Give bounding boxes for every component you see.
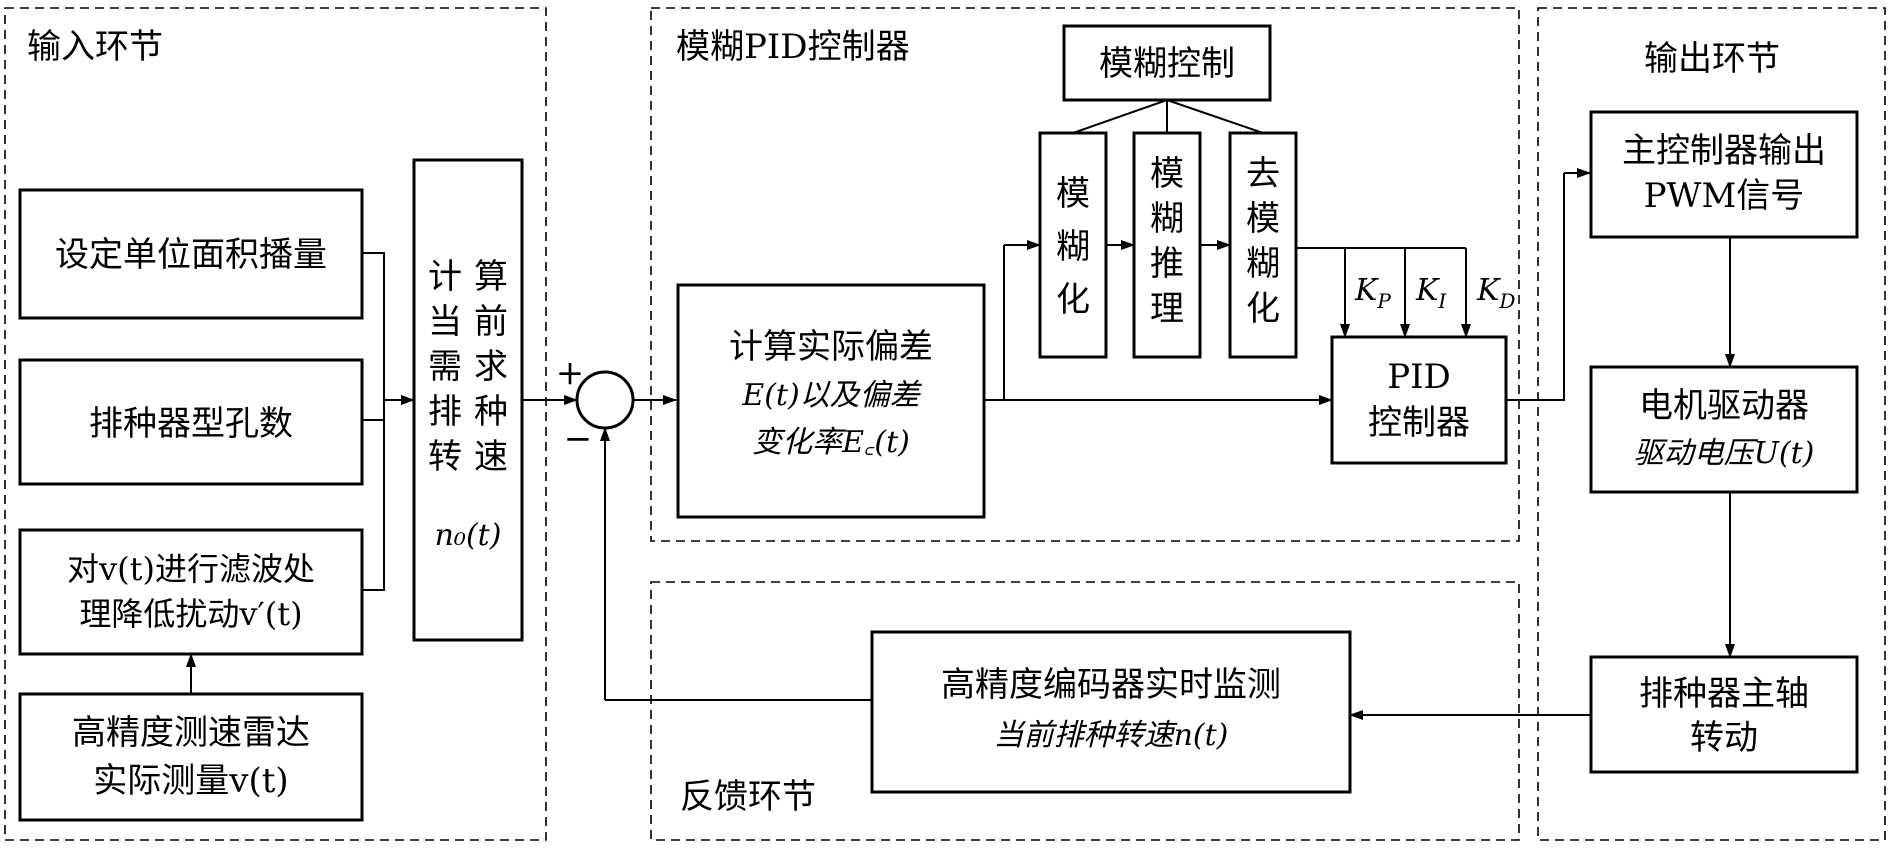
fuzzify-char-2: 糊 (1056, 227, 1090, 267)
calc-speed-char-2: 算 (474, 257, 508, 297)
fuzzify-block: 模 糊 化 (1038, 131, 1108, 359)
calc-speed-char-10: 速 (474, 437, 508, 477)
feedback-section-title: 反馈环节 (680, 777, 816, 817)
feedback-section-frame (650, 581, 1520, 841)
calc-speed-char-9: 转 (428, 437, 462, 477)
driver-block: 电机驱动器 驱动电压U(t) (1589, 365, 1859, 494)
pid-line-2: 控制器 (1368, 403, 1470, 443)
spindle-block: 排种器主轴 转动 (1589, 655, 1859, 774)
spindle-line-2: 转动 (1690, 718, 1758, 758)
calc-speed-char-5: 需 (428, 347, 462, 387)
encoder-block: 高精度编码器实时监测 当前排种转速n(t) (870, 630, 1352, 794)
driver-line-2: 驱动电压U(t) (1634, 436, 1815, 471)
calc-speed-char-1: 计 (428, 257, 462, 297)
calc-speed-symbol: n₀(t) (435, 518, 502, 553)
minus-sign: − (564, 419, 593, 459)
fuzzy-pid-section-frame (650, 7, 1520, 542)
set-rate-link (362, 252, 385, 400)
fuzzy-pid-section-title: 模糊PID控制器 (676, 27, 910, 67)
inference-char-2: 糊 (1150, 199, 1184, 239)
radar-line-1: 高精度测速雷达 (72, 713, 310, 753)
error-calc-line-1: 计算实际偏差 (729, 327, 933, 367)
error-split-line (984, 245, 1005, 401)
set-rate-block: 设定单位面积播量 (18, 188, 364, 320)
calc-speed-block: 计 算 当 前 需 求 排 种 转 速 n₀(t) (412, 158, 524, 642)
pid-output-line (1506, 173, 1565, 401)
fuzzy-control-branch-right (1166, 99, 1264, 134)
output-section-frame (1537, 7, 1886, 841)
encoder-line-2: 当前排种转速n(t) (994, 718, 1229, 753)
spindle-line-1: 排种器主轴 (1639, 674, 1809, 714)
hole-count-block: 排种器型孔数 (18, 358, 364, 486)
kp-label: KP (1354, 273, 1391, 313)
pwm-block: 主控制器输出 PWM信号 (1589, 110, 1859, 239)
hole-count-text: 排种器型孔数 (89, 404, 293, 444)
pwm-line-2: PWM信号 (1644, 176, 1805, 216)
set-rate-text: 设定单位面积播量 (55, 235, 327, 275)
fuzzify-char-1: 模 (1056, 174, 1090, 214)
defuzzify-char-4: 化 (1246, 289, 1280, 329)
defuzzify-char-3: 糊 (1246, 244, 1280, 284)
kd-label: KD (1476, 273, 1515, 313)
inference-block: 模 糊 推 理 (1132, 131, 1202, 359)
defuzzify-block: 去 模 糊 化 (1228, 131, 1298, 359)
inference-char-4: 理 (1150, 289, 1184, 329)
calc-speed-char-8: 种 (474, 392, 508, 432)
pid-controller-block: PID 控制器 (1330, 335, 1508, 465)
calc-speed-char-3: 当 (428, 302, 462, 342)
filter-line-2: 理降低扰动v′(t) (79, 595, 302, 633)
fuzzy-control-branch-left (1072, 99, 1168, 134)
fuzzify-char-3: 化 (1056, 280, 1090, 320)
error-calc-line-3: 变化率E꜀(t) (752, 425, 910, 460)
calc-speed-char-4: 前 (474, 302, 508, 342)
encoder-line-1: 高精度编码器实时监测 (941, 665, 1281, 705)
input-section-frame (4, 7, 547, 841)
filter-line-1: 对v(t)进行滤波处 (67, 550, 315, 588)
radar-block: 高精度测速雷达 实际测量v(t) (18, 692, 364, 822)
calc-speed-char-7: 排 (428, 392, 462, 432)
error-calc-line-2: E(t)以及偏差 (741, 378, 922, 413)
pwm-line-1: 主控制器输出 (1622, 131, 1826, 171)
radar-line-2: 实际测量v(t) (93, 761, 288, 801)
pid-line-1: PID (1387, 357, 1451, 397)
input-section-title: 输入环节 (27, 27, 163, 67)
filter-block: 对v(t)进行滤波处 理降低扰动v′(t) (18, 528, 364, 656)
output-section-title: 输出环节 (1644, 39, 1780, 79)
calc-speed-char-6: 求 (474, 347, 508, 387)
inference-char-3: 推 (1150, 244, 1184, 284)
defuzzify-char-2: 模 (1246, 199, 1280, 239)
fuzzy-control-text: 模糊控制 (1099, 44, 1235, 84)
error-calc-block: 计算实际偏差 E(t)以及偏差 变化率E꜀(t) (676, 283, 986, 519)
filter-link (362, 400, 385, 591)
driver-line-1: 电机驱动器 (1639, 386, 1809, 426)
ki-label: KI (1415, 273, 1447, 313)
defuzzify-char-1: 去 (1246, 154, 1280, 194)
plus-sign: + (556, 353, 585, 393)
fuzzy-control-block: 模糊控制 (1062, 24, 1272, 102)
inference-char-1: 模 (1150, 154, 1184, 194)
